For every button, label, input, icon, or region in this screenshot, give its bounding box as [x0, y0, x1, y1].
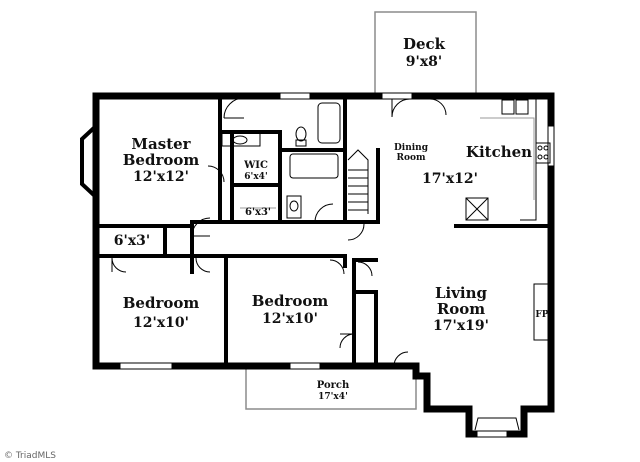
bedroom-2-name: Bedroom — [123, 294, 200, 312]
porch-outline — [245, 366, 417, 410]
bedroom-2-dim: 12'x10' — [133, 315, 189, 331]
living-room-dim: 17'x19' — [433, 318, 489, 334]
deck-name: Deck — [403, 35, 446, 53]
closet-hall-dim: 6'x3' — [245, 207, 271, 218]
master-bedroom-name-2: Bedroom — [123, 151, 200, 169]
stairs — [347, 149, 369, 214]
master-bedroom-dim: 12'x12' — [133, 169, 189, 185]
fireplace-label: FP — [535, 310, 548, 320]
deck-dim: 9'x8' — [406, 54, 442, 70]
porch-dim: 17'x4' — [318, 392, 348, 402]
kitchen-fixtures — [465, 98, 551, 221]
dining-room-name-2: Room — [396, 153, 425, 163]
wic-dim: 6'x4' — [244, 172, 267, 182]
dining-room-name-1: Dining — [394, 143, 429, 153]
doors — [111, 97, 447, 367]
kitchen-name: Kitchen — [466, 143, 532, 161]
bedroom-3-dim: 12'x10' — [262, 311, 318, 327]
porch-name: Porch — [317, 380, 350, 391]
watermark: © TriadMLS — [4, 451, 56, 461]
windows — [119, 92, 555, 438]
living-room-name-1: Living — [435, 284, 488, 302]
living-room-name-2: Room — [437, 300, 485, 318]
wic-name: WIC — [243, 160, 268, 171]
master-bedroom-name-1: Master — [131, 135, 191, 153]
kitchen-dim: 17'x12' — [422, 171, 478, 187]
fireplace: FP — [533, 283, 552, 341]
bath-fixtures — [221, 102, 341, 219]
bedroom-3-name: Bedroom — [252, 292, 329, 310]
room-labels: Deck 9'x8' Master Bedroom 12'x12' WIC 6'… — [114, 35, 532, 402]
closet-bedroom-dim: 6'x3' — [114, 233, 150, 249]
